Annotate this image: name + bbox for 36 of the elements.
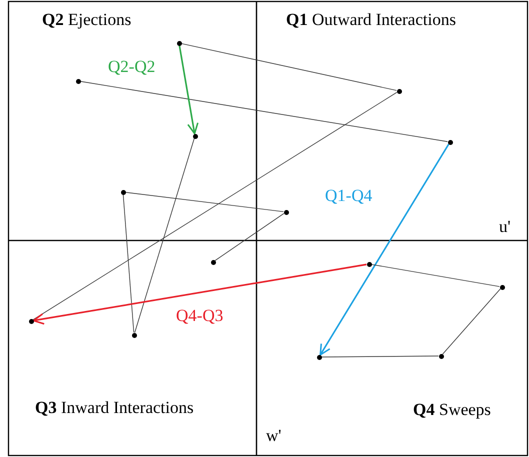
- axis-label: u': [499, 218, 511, 237]
- data-point: [176, 40, 182, 46]
- arrow: [320, 144, 450, 356]
- data-point: [396, 88, 402, 94]
- data-point: [500, 284, 504, 290]
- trajectory-line: [214, 213, 284, 261]
- quadrant-label: Q3 Inward Interactions: [35, 399, 194, 418]
- data-point: [448, 140, 452, 144]
- trajectory-line: [321, 356, 439, 358]
- trajectory-line: [122, 194, 134, 333]
- trajectory-line: [80, 81, 448, 142]
- arrow: [32, 264, 367, 325]
- edge-label: Q2-Q2: [108, 58, 156, 77]
- data-point: [28, 318, 34, 324]
- edge-label: Q1-Q4: [325, 187, 372, 206]
- trajectory-line: [32, 92, 398, 320]
- trajectory-line: [371, 264, 500, 287]
- data-point: [316, 354, 322, 360]
- edge-label: Q4-Q3: [176, 307, 224, 326]
- data-point: [120, 190, 126, 194]
- data-point: [284, 210, 288, 214]
- quadrant-label: Q2 Ejections: [42, 11, 132, 30]
- quadrant-label: Q4 Sweeps: [413, 401, 491, 420]
- arrow: [178, 45, 199, 134]
- trajectory-line: [134, 138, 195, 333]
- data-point: [210, 260, 216, 264]
- quadrant-label: Q1 Outward Interactions: [286, 11, 456, 30]
- trajectory-line: [442, 288, 501, 354]
- data-point: [132, 332, 136, 338]
- axis-label: w': [266, 427, 282, 446]
- data-point: [438, 354, 444, 358]
- data-point: [76, 78, 80, 84]
- trajectory-line: [125, 192, 284, 212]
- trajectory-line: [181, 43, 397, 91]
- data-point: [366, 262, 372, 266]
- data-point: [192, 134, 198, 138]
